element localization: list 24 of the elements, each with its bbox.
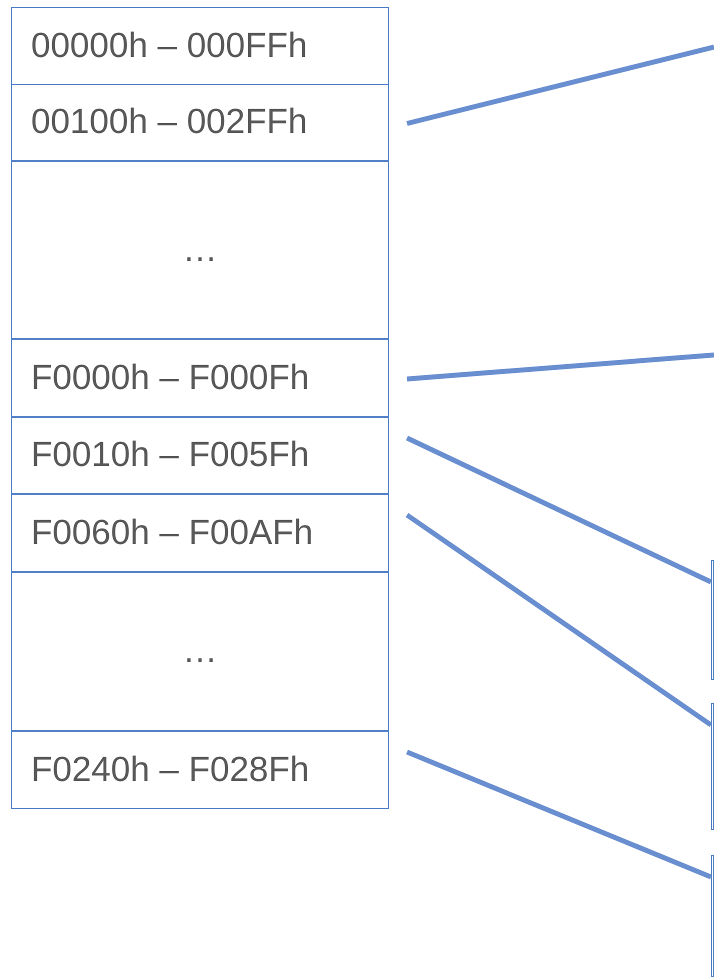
- address-range-label: F0060h – F00AFh: [31, 512, 314, 552]
- connector-line: [406, 352, 714, 382]
- address-range-label: F0240h – F028Fh: [31, 750, 310, 790]
- address-range-row: [11, 572, 389, 730]
- address-range-row: [11, 7, 389, 85]
- address-range-row: [11, 494, 389, 572]
- memory-block: [711, 703, 714, 830]
- address-range-row: [11, 338, 389, 416]
- address-range-label: F0000h – F000Fh: [31, 358, 310, 398]
- connector-line: [406, 512, 712, 728]
- memory-block: [711, 855, 714, 977]
- connector-line: [406, 44, 714, 126]
- address-range-label: 00100h – 002FFh: [31, 102, 308, 142]
- address-range-label: 00000h – 000FFh: [31, 26, 308, 66]
- address-range-row: [11, 416, 389, 494]
- address-range-label: F0010h – F005Fh: [31, 435, 310, 475]
- address-range-row: [11, 730, 389, 808]
- connector-line: [406, 750, 712, 880]
- address-range-label: …: [182, 631, 218, 671]
- memory-block: [711, 560, 714, 680]
- address-range-row: [11, 84, 389, 160]
- address-range-label: …: [182, 230, 218, 270]
- address-range-row: [11, 160, 389, 338]
- connector-line: [406, 436, 712, 584]
